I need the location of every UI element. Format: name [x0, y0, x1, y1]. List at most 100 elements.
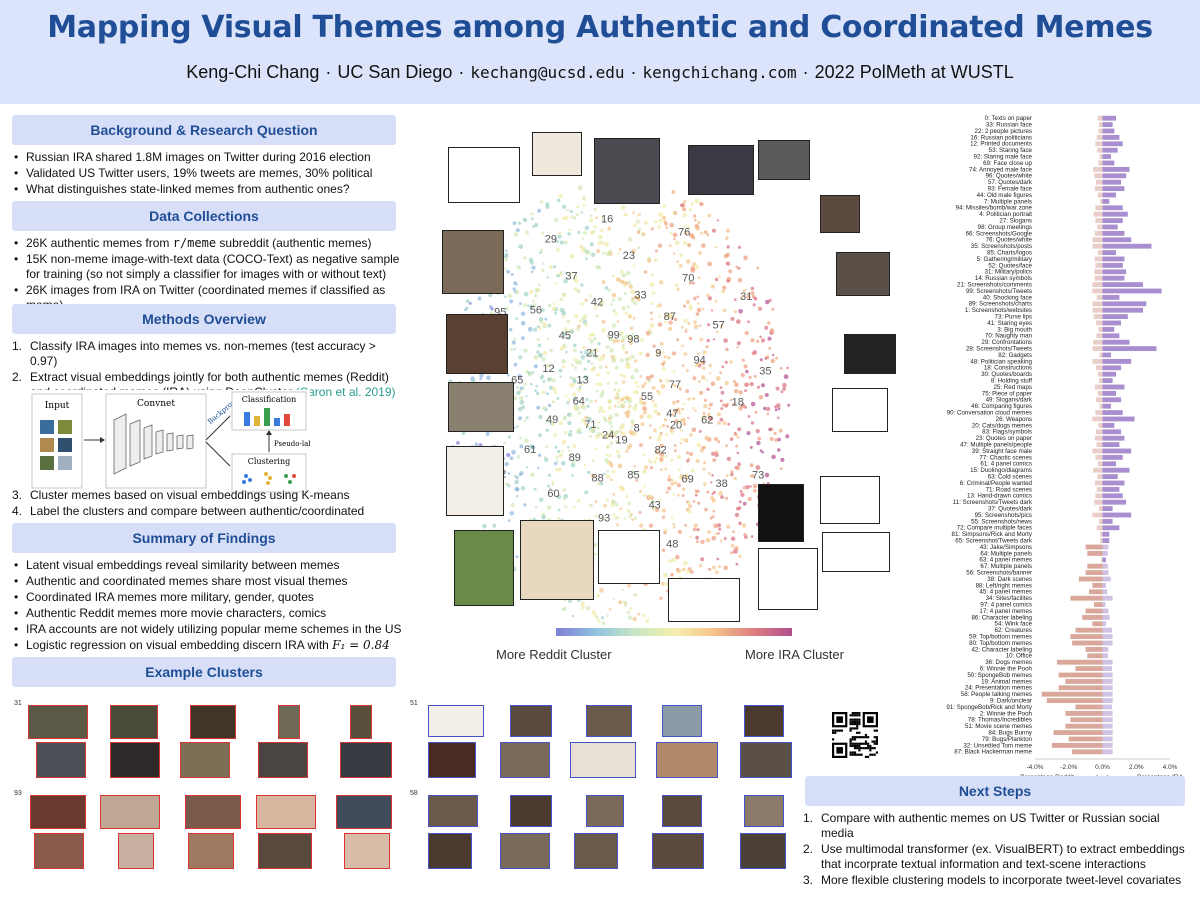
example-image[interactable] [336, 795, 392, 829]
list-item: What distinguishes state-linked memes fr… [12, 182, 402, 197]
bar [1102, 518, 1113, 524]
example-image[interactable] [100, 795, 160, 829]
meme-thumbnail[interactable] [668, 578, 740, 622]
scatter-point [726, 245, 730, 249]
scatter-point [612, 598, 615, 601]
list-item: Coordinated IRA memes more military, gen… [12, 590, 404, 605]
example-image[interactable] [340, 742, 392, 778]
meme-thumbnail[interactable] [844, 334, 896, 374]
example-image[interactable] [586, 795, 624, 827]
bar [1065, 678, 1103, 684]
scatter-point [594, 552, 597, 556]
example-image[interactable] [574, 833, 618, 869]
scatter-point [611, 469, 616, 474]
scatter-point [603, 517, 607, 521]
example-image[interactable] [428, 742, 476, 778]
meme-thumbnail[interactable] [446, 446, 504, 516]
example-image[interactable] [740, 742, 792, 778]
example-image[interactable] [188, 833, 234, 869]
bar [1078, 576, 1103, 582]
example-image[interactable] [428, 705, 484, 737]
citation-link[interactable]: (Caron et al. 2019) [295, 385, 396, 399]
scatter-point [570, 462, 576, 468]
example-image[interactable] [256, 795, 316, 829]
meme-thumbnail[interactable] [820, 195, 860, 233]
cluster-number-label: 87 [664, 311, 676, 323]
meme-thumbnail[interactable] [446, 314, 508, 374]
bar [1102, 237, 1132, 243]
example-image[interactable] [500, 742, 550, 778]
example-image[interactable] [258, 833, 312, 869]
example-image[interactable] [110, 705, 158, 739]
bar [1102, 474, 1118, 480]
scatter-point [617, 405, 620, 409]
example-image[interactable] [190, 705, 236, 739]
example-image[interactable] [662, 705, 702, 737]
meme-thumbnail[interactable] [454, 530, 514, 606]
example-image[interactable] [118, 833, 154, 869]
scatter-point [629, 606, 633, 610]
scatter-point [780, 457, 785, 462]
example-image[interactable] [36, 742, 86, 778]
meme-thumbnail[interactable] [442, 230, 504, 294]
scatter-point [632, 616, 637, 622]
example-image[interactable] [652, 833, 704, 869]
list-item: 4.Label the clusters and compare between… [12, 504, 365, 518]
bar-category-label: 53: Staring face [989, 147, 1033, 154]
meme-thumbnail[interactable] [822, 532, 890, 572]
meme-thumbnail[interactable] [448, 382, 514, 432]
example-image[interactable] [744, 705, 784, 737]
scatter-point [651, 385, 656, 390]
qr-code-icon[interactable] [832, 712, 878, 758]
meme-thumbnail[interactable] [758, 548, 818, 610]
example-image[interactable] [344, 833, 390, 869]
example-image[interactable] [570, 742, 636, 778]
scatter-point [786, 366, 789, 370]
example-image[interactable] [28, 705, 88, 739]
example-image[interactable] [34, 833, 84, 869]
example-image[interactable] [428, 833, 472, 869]
meme-thumbnail[interactable] [520, 520, 594, 600]
meme-thumbnail[interactable] [688, 145, 754, 195]
meme-thumbnail[interactable] [758, 140, 810, 180]
scatter-point [569, 376, 573, 379]
bar-secondary [1100, 198, 1103, 204]
example-image[interactable] [740, 833, 786, 869]
example-image[interactable] [428, 795, 478, 827]
example-image[interactable] [185, 795, 241, 829]
example-image[interactable] [110, 742, 160, 778]
meme-thumbnail[interactable] [836, 252, 890, 296]
bar [1102, 499, 1127, 505]
meme-thumbnail[interactable] [448, 147, 520, 203]
meme-thumbnail[interactable] [594, 138, 660, 204]
example-image[interactable] [586, 705, 632, 737]
scatter-point [675, 407, 681, 413]
example-image[interactable] [258, 742, 308, 778]
meme-thumbnail[interactable] [598, 530, 660, 584]
example-image[interactable] [510, 795, 552, 827]
example-image[interactable] [350, 705, 372, 739]
email-link[interactable]: kechang@ucsd.edu [470, 63, 625, 82]
scatter-point [730, 551, 734, 555]
example-image[interactable] [662, 795, 702, 827]
website-link[interactable]: kengchichang.com [642, 63, 797, 82]
example-image[interactable] [656, 742, 718, 778]
meme-thumbnail[interactable] [532, 132, 582, 176]
example-image[interactable] [30, 795, 86, 829]
bar-category-label: 24: Presentation memes [965, 685, 1032, 692]
example-image[interactable] [744, 795, 784, 827]
meme-thumbnail[interactable] [832, 388, 888, 432]
meme-thumbnail[interactable] [758, 484, 804, 542]
scatter-point [539, 375, 544, 380]
scatter-point [670, 458, 674, 462]
example-image[interactable] [510, 705, 552, 737]
scatter-point [525, 416, 529, 420]
bar-category-label: 2: Winnie the Pooh [980, 710, 1033, 717]
scatter-point [538, 433, 542, 438]
example-image[interactable] [180, 742, 230, 778]
example-image[interactable] [500, 833, 550, 869]
example-image[interactable] [278, 705, 300, 739]
scatter-point [741, 523, 747, 528]
meme-thumbnail[interactable] [820, 476, 880, 524]
